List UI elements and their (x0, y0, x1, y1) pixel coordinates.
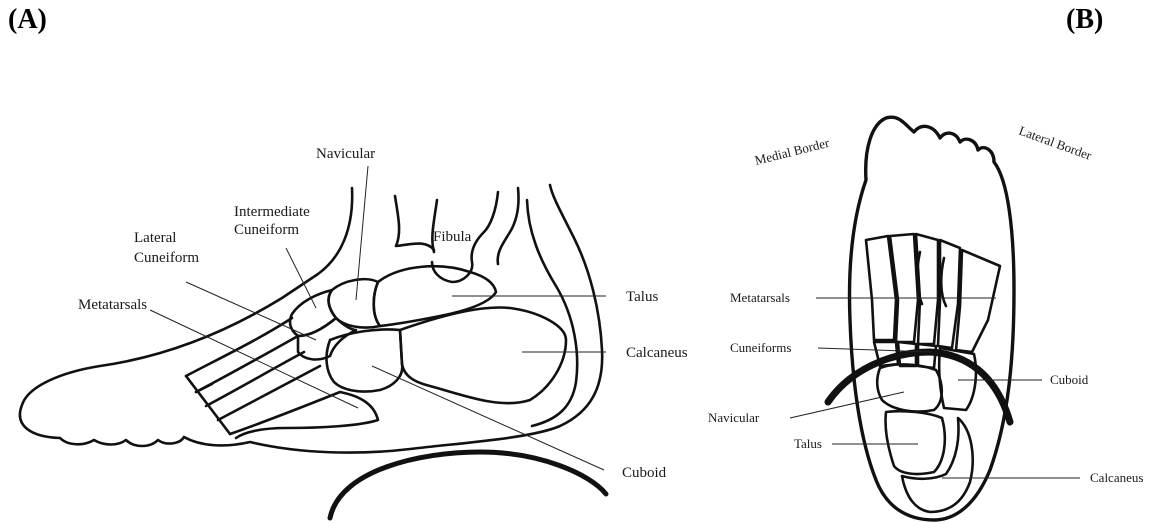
navicular-bone (329, 279, 380, 327)
label-fibula: Fibula (433, 229, 472, 245)
label-calcaneus-b: Calcaneus (1090, 470, 1143, 485)
label-cuboid-b: Cuboid (1050, 372, 1089, 387)
support-surface-a (330, 452, 606, 518)
metatarsal-bases (186, 376, 230, 434)
label-talus-a: Talus (626, 289, 658, 305)
calcaneus-b-bone (902, 418, 973, 512)
label-cuboid-a: Cuboid (622, 465, 667, 481)
panel-b-diagram: Medial Border Lateral Border Metatarsals… (708, 117, 1143, 520)
metatarsal-4 (218, 366, 320, 420)
metatarsal-b-5 (956, 250, 1000, 352)
label-medial-border: Medial Border (753, 135, 831, 168)
label-intermediate-line2: Cuneiform (234, 222, 299, 238)
label-lateral-line1: Lateral (134, 230, 176, 246)
cuneiform-b-lateral (918, 344, 936, 368)
cuboid-bone (327, 329, 403, 391)
metatarsal-5 (230, 392, 378, 438)
label-talus-b: Talus (794, 436, 822, 451)
intermediate-cuneiform-bone (290, 290, 336, 336)
label-cuneiforms-b: Cuneiforms (730, 340, 791, 355)
leader-lateral-cuneiform (186, 282, 316, 340)
label-lateral-line2: Cuneiform (134, 250, 199, 266)
label-navicular-b: Navicular (708, 410, 760, 425)
navicular-b-bone (877, 364, 942, 411)
calcaneus-bone (400, 308, 566, 404)
label-intermediate-line1: Intermediate (234, 204, 310, 220)
talus-b-bone (885, 411, 944, 474)
label-lateral-border: Lateral Border (1017, 123, 1094, 163)
tibia-shaft (395, 196, 434, 250)
label-navicular-a: Navicular (316, 146, 375, 162)
panel-a-diagram: Navicular Intermediate Cuneiform Lateral… (20, 146, 688, 518)
label-metatarsals-b: Metatarsals (730, 290, 790, 305)
label-metatarsals-a: Metatarsals (78, 297, 147, 313)
label-calcaneus-a: Calcaneus (626, 345, 688, 361)
